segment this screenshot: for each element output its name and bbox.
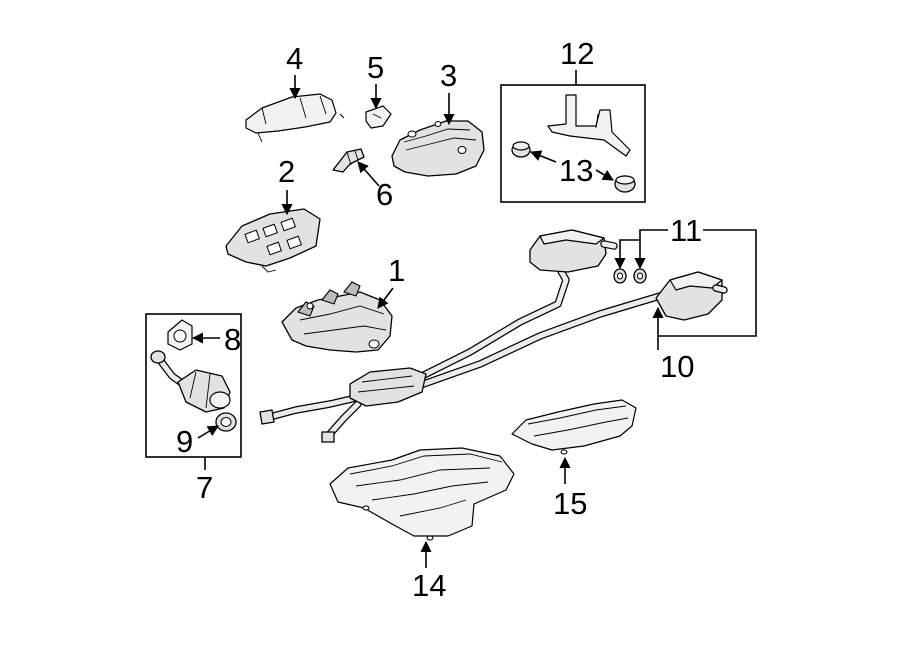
callout-6: 6 [376,177,393,212]
callout-3: 3 [440,58,457,93]
part-5-small-gasket [365,105,392,129]
part-3-manifold-heat-shield [391,120,485,177]
part-7-group-box [145,313,242,458]
part-6-bracket [332,148,365,173]
callout-2: 2 [278,154,295,189]
part-12-group-box [500,84,646,203]
callout-13: 13 [559,153,593,188]
callout-9: 9 [176,424,193,459]
callout-5: 5 [367,50,384,85]
callout-7: 7 [196,470,213,505]
callout-11: 11 [670,213,702,248]
part-7-catalytic-converter [150,350,231,413]
callout-15: 15 [553,486,587,521]
part-4-upper-heat-shield [245,93,345,143]
part-9-seal-ring [215,412,237,432]
callout-1: 1 [388,253,405,288]
callout-10: 10 [660,349,694,384]
part-10-muffler-right [655,271,728,321]
callout-14: 14 [412,568,446,603]
part-15-rear-heat-shield [511,399,637,455]
part-13-insulator-top [511,141,531,158]
callout-4: 4 [286,41,303,76]
exhaust-pipe-assembly [259,258,664,443]
part-14-underbody-heat-shield [329,447,515,541]
callout-12: 12 [560,36,594,71]
part-11-hanger-left [613,268,627,284]
leader-lines [191,70,757,568]
part-8-flange-gasket [167,319,193,351]
muffler-left [529,229,618,273]
part-11-hanger-right [633,268,647,284]
part-13-insulator-bottom [614,175,636,193]
part-12-hanger-bracket [547,94,631,157]
part-1-exhaust-manifold [281,281,393,353]
part-2-manifold-gasket [225,208,321,273]
callout-8: 8 [224,322,241,357]
